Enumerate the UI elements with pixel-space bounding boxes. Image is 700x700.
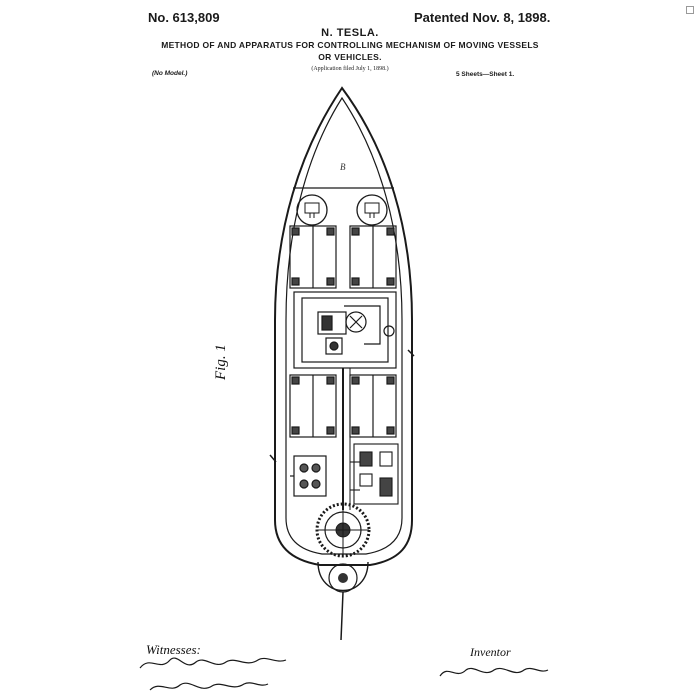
sheets-label: 5 Sheets—Sheet 1. — [456, 71, 515, 78]
application-date: (Application filed July 1, 1898.) — [311, 66, 389, 72]
inventor-name: N. TESLA. — [321, 27, 379, 39]
checkbox-icon[interactable] — [686, 6, 694, 14]
witness-signature-1 — [139, 657, 287, 669]
patent-number: No. 613,809 — [148, 10, 220, 25]
gear-icon — [315, 502, 371, 558]
lamp-right-icon — [356, 194, 388, 226]
hull-inner — [285, 96, 403, 555]
model-label: (No Model.) — [152, 70, 188, 77]
svg-text:B: B — [340, 162, 346, 172]
battery-bank-lower-right — [349, 374, 397, 438]
inventor-label: Inventor — [470, 645, 511, 659]
patent-title-line-1: METHOD OF AND APPARATUS FOR CONTROLLING … — [161, 40, 539, 50]
stern — [317, 561, 369, 592]
witnesses-label: Witnesses: — [146, 642, 201, 657]
battery-bank-upper-left — [289, 225, 337, 289]
control-mechanism — [293, 291, 397, 369]
hull-outer — [274, 86, 413, 566]
rudder-line — [340, 591, 344, 641]
battery-bank-upper-right — [349, 225, 397, 289]
patent-date: Patented Nov. 8, 1898. — [414, 10, 551, 25]
lamp-left-icon — [296, 194, 328, 226]
relay-unit — [350, 443, 399, 505]
motor-unit — [290, 455, 327, 497]
witness-signature-2 — [149, 682, 269, 691]
battery-bank-lower-left — [289, 374, 337, 438]
inventor-signature — [439, 667, 549, 677]
figure-label: Fig. 1 — [213, 344, 229, 380]
patent-title-line-2: OR VEHICLES. — [318, 52, 382, 62]
